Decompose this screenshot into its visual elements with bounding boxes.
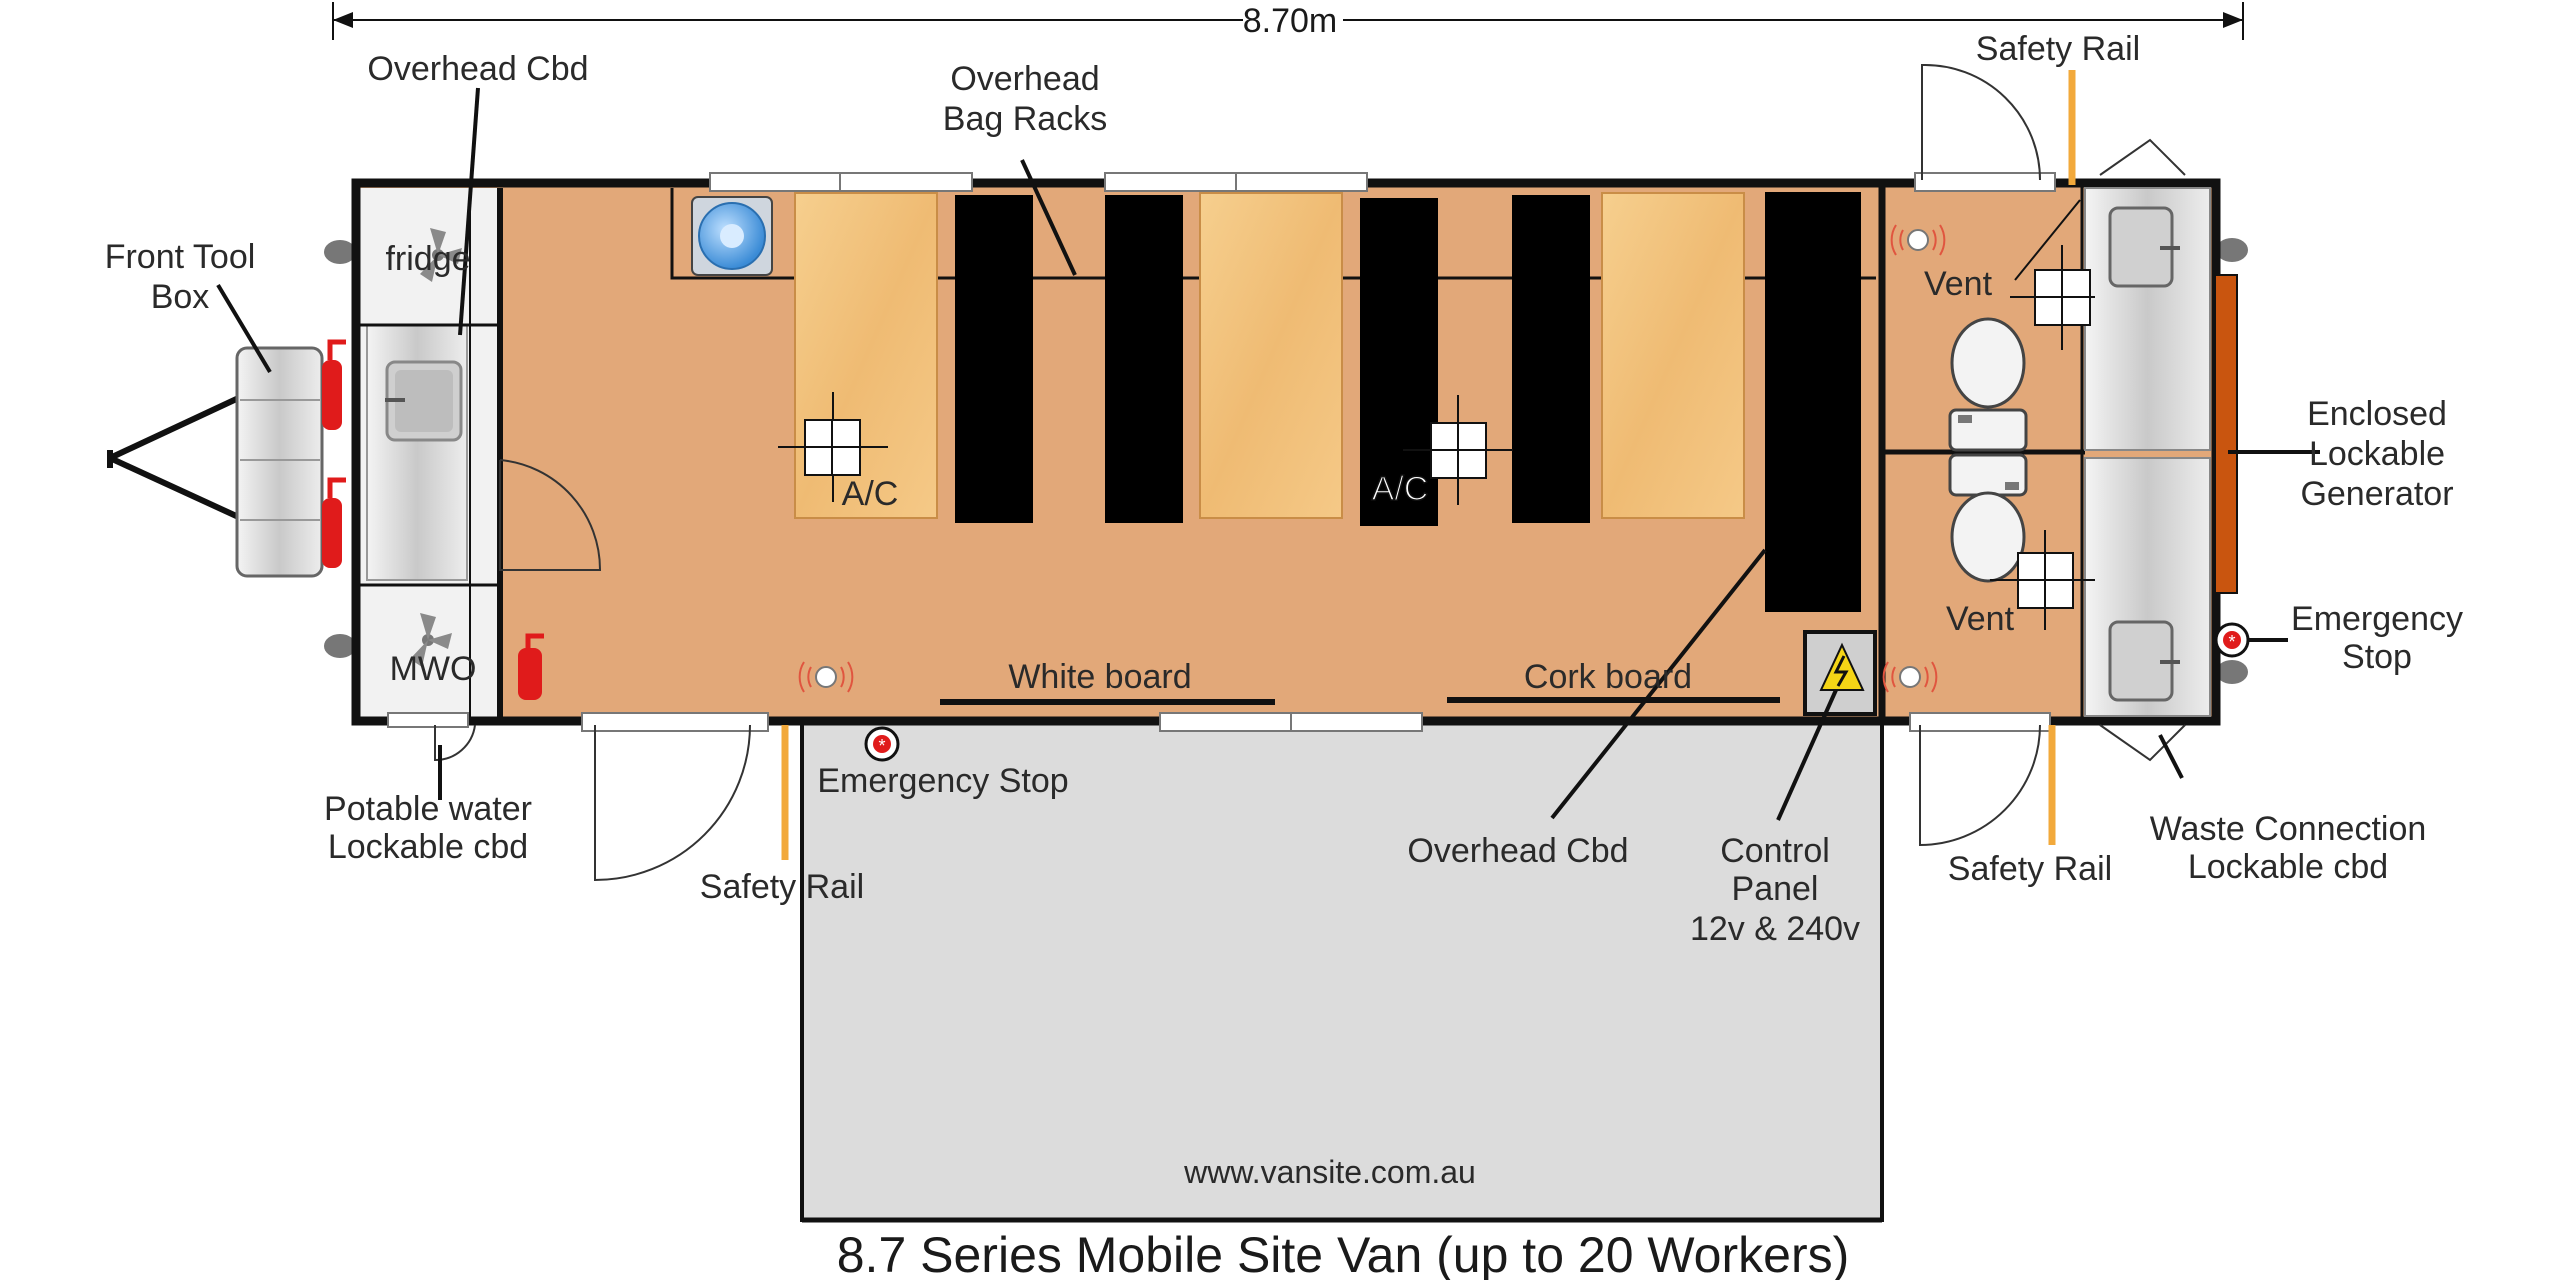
table: [1199, 192, 1343, 519]
svg-text:*: *: [2228, 632, 2235, 652]
website-label: www.vansite.com.au: [1183, 1154, 1476, 1190]
leader-lines: [216, 87, 2320, 821]
svg-text:*: *: [878, 736, 885, 756]
overhead-cupboard-bench: [1765, 192, 1861, 612]
label-potable-water-2: Lockable cbd: [328, 828, 528, 866]
label-emergency-stop-bottom: Emergency Stop: [817, 762, 1068, 800]
stabiliser-leg: [2216, 660, 2248, 684]
label-potable-water-1: Potable water: [324, 790, 532, 828]
toilet-bottom: [1948, 453, 2028, 583]
front-tool-box: [235, 346, 324, 578]
doors: [434, 63, 2186, 882]
label-vent-top: Vent: [1924, 265, 1993, 303]
bench-seat: [1105, 195, 1183, 523]
label-waste-connection-1: Waste Connection: [2150, 810, 2427, 848]
fire-extinguisher-icon: [322, 477, 346, 568]
overhead-bag-rack: [670, 188, 1876, 280]
label-ac-mid: A/C: [1372, 470, 1429, 508]
stabiliser-leg: [324, 240, 356, 264]
table: [1601, 192, 1745, 519]
high-voltage-icon: [1819, 642, 1865, 691]
bench-seat: [1360, 198, 1438, 526]
label-safety-rail-left: Safety Rail: [700, 868, 864, 906]
ac-unit-left: [778, 392, 888, 502]
label-overhead-cbd-top: Overhead Cbd: [367, 50, 588, 88]
dimension-line: 8.70m: [332, 2, 2244, 40]
label-control-panel-1: Control: [1720, 832, 1830, 870]
label-enclosed-generator-1: Enclosed: [2307, 395, 2447, 433]
label-white-board: White board: [1008, 658, 1191, 696]
label-cork-board: Cork board: [1524, 658, 1692, 696]
label-vent-bottom: Vent: [1946, 600, 2015, 638]
smoke-alarm-icon: [1882, 661, 1938, 693]
smoke-alarm-icon: [1890, 224, 1946, 256]
safety-rails: [781, 70, 2076, 860]
label-control-panel-2: Panel: [1732, 870, 1819, 908]
fridge-fan-icon: [420, 228, 462, 282]
label-overhead-bag-racks-1: Overhead: [950, 60, 1099, 98]
label-safety-rail-top: Safety Rail: [1976, 30, 2140, 68]
label-waste-connection-2: Lockable cbd: [2188, 848, 2388, 886]
vent-bottom: [1990, 530, 2095, 630]
top-windows: [709, 172, 2056, 192]
label-fridge: fridge: [385, 240, 470, 278]
label-enclosed-generator-3: Generator: [2300, 475, 2453, 513]
label-emergency-stop-right-1: Emergency: [2291, 600, 2463, 638]
awning-area: [802, 725, 1882, 1220]
label-overhead-bag-racks-2: Bag Racks: [943, 100, 1107, 138]
fire-extinguisher-icon: [518, 633, 544, 700]
label-front-tool-box-2: Box: [151, 278, 210, 316]
label-front-tool-box-1: Front Tool: [105, 238, 256, 276]
emergency-stop-icon: *: [864, 726, 900, 762]
stabiliser-leg: [2216, 238, 2248, 262]
vent-top: [2010, 199, 2095, 350]
stabiliser-leg: [324, 634, 356, 658]
microwave-fan-icon: [410, 613, 452, 667]
bench-seat: [955, 195, 1033, 523]
bottom-windows: [387, 712, 2051, 732]
toilet-top: [1948, 317, 2028, 452]
drawbar: [107, 392, 247, 523]
emergency-stop-icon: *: [2214, 622, 2250, 658]
label-enclosed-generator-2: Lockable: [2309, 435, 2445, 473]
generator-enclosure: [2214, 274, 2238, 594]
dimension-label: 8.70m: [1243, 2, 1338, 40]
label-control-panel-3: 12v & 240v: [1690, 910, 1860, 948]
ac-unit-mid: [1403, 395, 1513, 505]
label-ac-left: A/C: [842, 475, 899, 513]
label-emergency-stop-right-2: Stop: [2342, 638, 2412, 676]
label-overhead-cbd-bottom: Overhead Cbd: [1407, 832, 1628, 870]
label-safety-rail-right: Safety Rail: [1948, 850, 2112, 888]
bench-seat: [1512, 195, 1590, 523]
plan-title: 8.7 Series Mobile Site Van (up to 20 Wor…: [837, 1227, 1850, 1280]
label-mwo: MWO: [390, 650, 477, 688]
smoke-alarm-icon: [798, 661, 854, 693]
fire-extinguisher-icon: [322, 339, 346, 430]
